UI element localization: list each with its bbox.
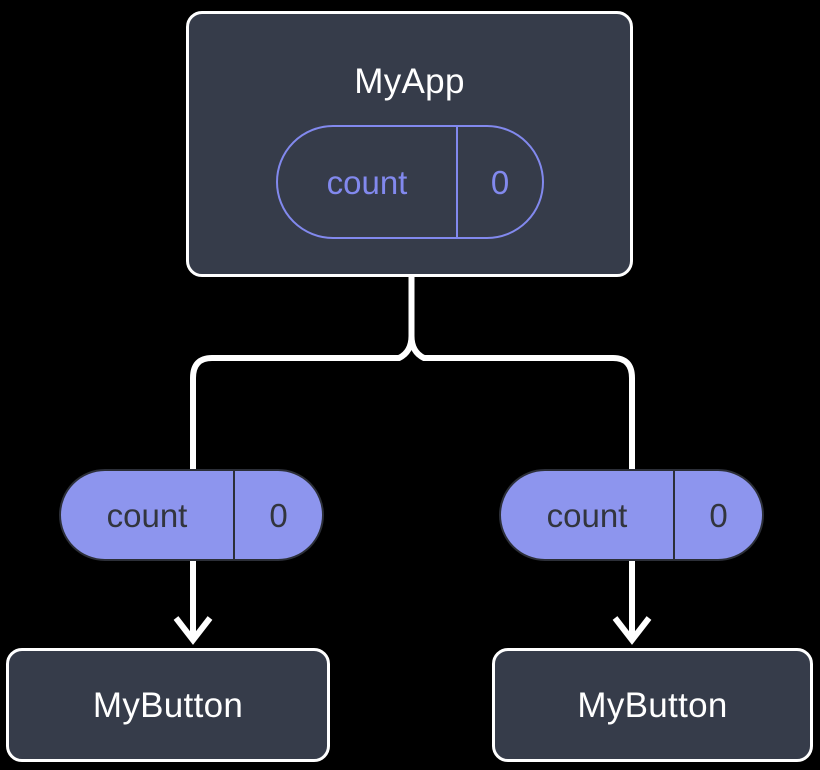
component-node-mybutton-left[interactable]: MyButton: [6, 648, 330, 762]
arrow-head-left: [173, 616, 213, 645]
prop-pill-key: count: [61, 471, 235, 559]
state-pill-key: count: [278, 127, 458, 237]
state-pill-value: 0: [490, 163, 510, 201]
prop-pill-value: 0: [709, 496, 728, 534]
prop-pill-count-right[interactable]: count 0: [499, 469, 764, 561]
state-pill-count[interactable]: count 0: [276, 125, 544, 239]
component-title: MyButton: [577, 685, 728, 725]
prop-pill-count-left[interactable]: count 0: [59, 469, 324, 561]
prop-pill-value: 0: [269, 496, 288, 534]
fork-connector-path: [190, 277, 415, 469]
component-title: MyButton: [92, 685, 244, 725]
arrow-head-right: [612, 616, 652, 645]
fork-connector-path-right: [408, 335, 635, 469]
component-node-mybutton-right[interactable]: MyButton: [492, 648, 813, 762]
component-title: MyApp: [354, 62, 465, 101]
prop-pill-key: count: [501, 471, 675, 559]
